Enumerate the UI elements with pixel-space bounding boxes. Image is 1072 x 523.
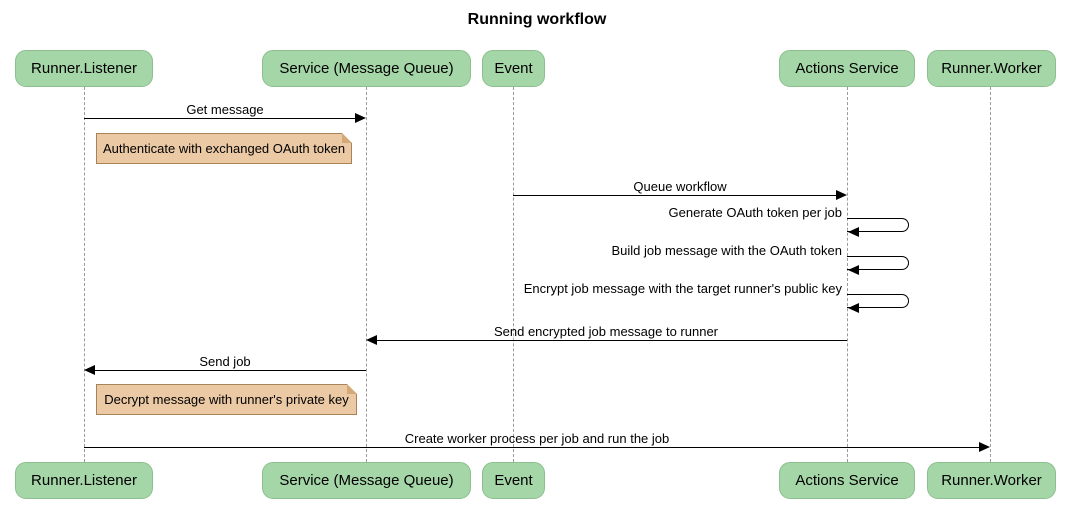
message-label: Encrypt job message with the target runn… [523, 281, 842, 296]
arrow-head-right-icon [836, 190, 847, 200]
lifeline-actions-service [847, 87, 848, 462]
message-label: Build job message with the OAuth token [611, 243, 842, 258]
message-line [377, 340, 847, 341]
self-loop-line [847, 256, 909, 270]
arrow-head-left-icon [84, 365, 95, 375]
message-label: Send job [199, 354, 251, 369]
arrow-head-left-icon [848, 303, 859, 313]
note-fold-icon [347, 384, 357, 394]
lifeline-event [513, 87, 514, 462]
note-label: Decrypt message with runner's private ke… [104, 392, 349, 407]
arrow-head-left-icon [848, 227, 859, 237]
self-loop-line [847, 294, 909, 308]
lifeline-runner-worker [990, 87, 991, 462]
actor-bottom-actions-service: Actions Service [779, 462, 915, 499]
message-label: Get message [186, 102, 264, 117]
message-line [513, 195, 836, 196]
actor-top-runner-listener: Runner.Listener [15, 50, 153, 87]
lifeline-runner-listener [84, 87, 85, 462]
note-fold-icon [342, 133, 352, 143]
lifeline-service-message-queue [366, 87, 367, 462]
message-line [84, 447, 979, 448]
arrow-head-right-icon [355, 113, 366, 123]
arrow-head-left-icon [366, 335, 377, 345]
note-label: Authenticate with exchanged OAuth token [102, 141, 346, 156]
actor-bottom-service-message-queue: Service (Message Queue) [262, 462, 471, 499]
self-loop-line [847, 218, 909, 232]
actor-bottom-runner-listener: Runner.Listener [15, 462, 153, 499]
diagram-title: Running workflow [467, 11, 607, 28]
message-label: Send encrypted job message to runner [493, 324, 719, 339]
actor-top-event: Event [482, 50, 545, 87]
arrow-head-left-icon [848, 265, 859, 275]
note: Decrypt message with runner's private ke… [96, 384, 357, 415]
message-label: Generate OAuth token per job [668, 205, 842, 220]
actor-bottom-runner-worker: Runner.Worker [927, 462, 1056, 499]
actor-bottom-event: Event [482, 462, 545, 499]
arrow-head-right-icon [979, 442, 990, 452]
actor-top-service-message-queue: Service (Message Queue) [262, 50, 471, 87]
note: Authenticate with exchanged OAuth token [96, 133, 352, 164]
message-line [84, 118, 356, 119]
actor-top-actions-service: Actions Service [779, 50, 915, 87]
message-line [95, 370, 366, 371]
actor-top-runner-worker: Runner.Worker [927, 50, 1056, 87]
message-label: Create worker process per job and run th… [404, 431, 670, 446]
message-label: Queue workflow [633, 179, 727, 194]
